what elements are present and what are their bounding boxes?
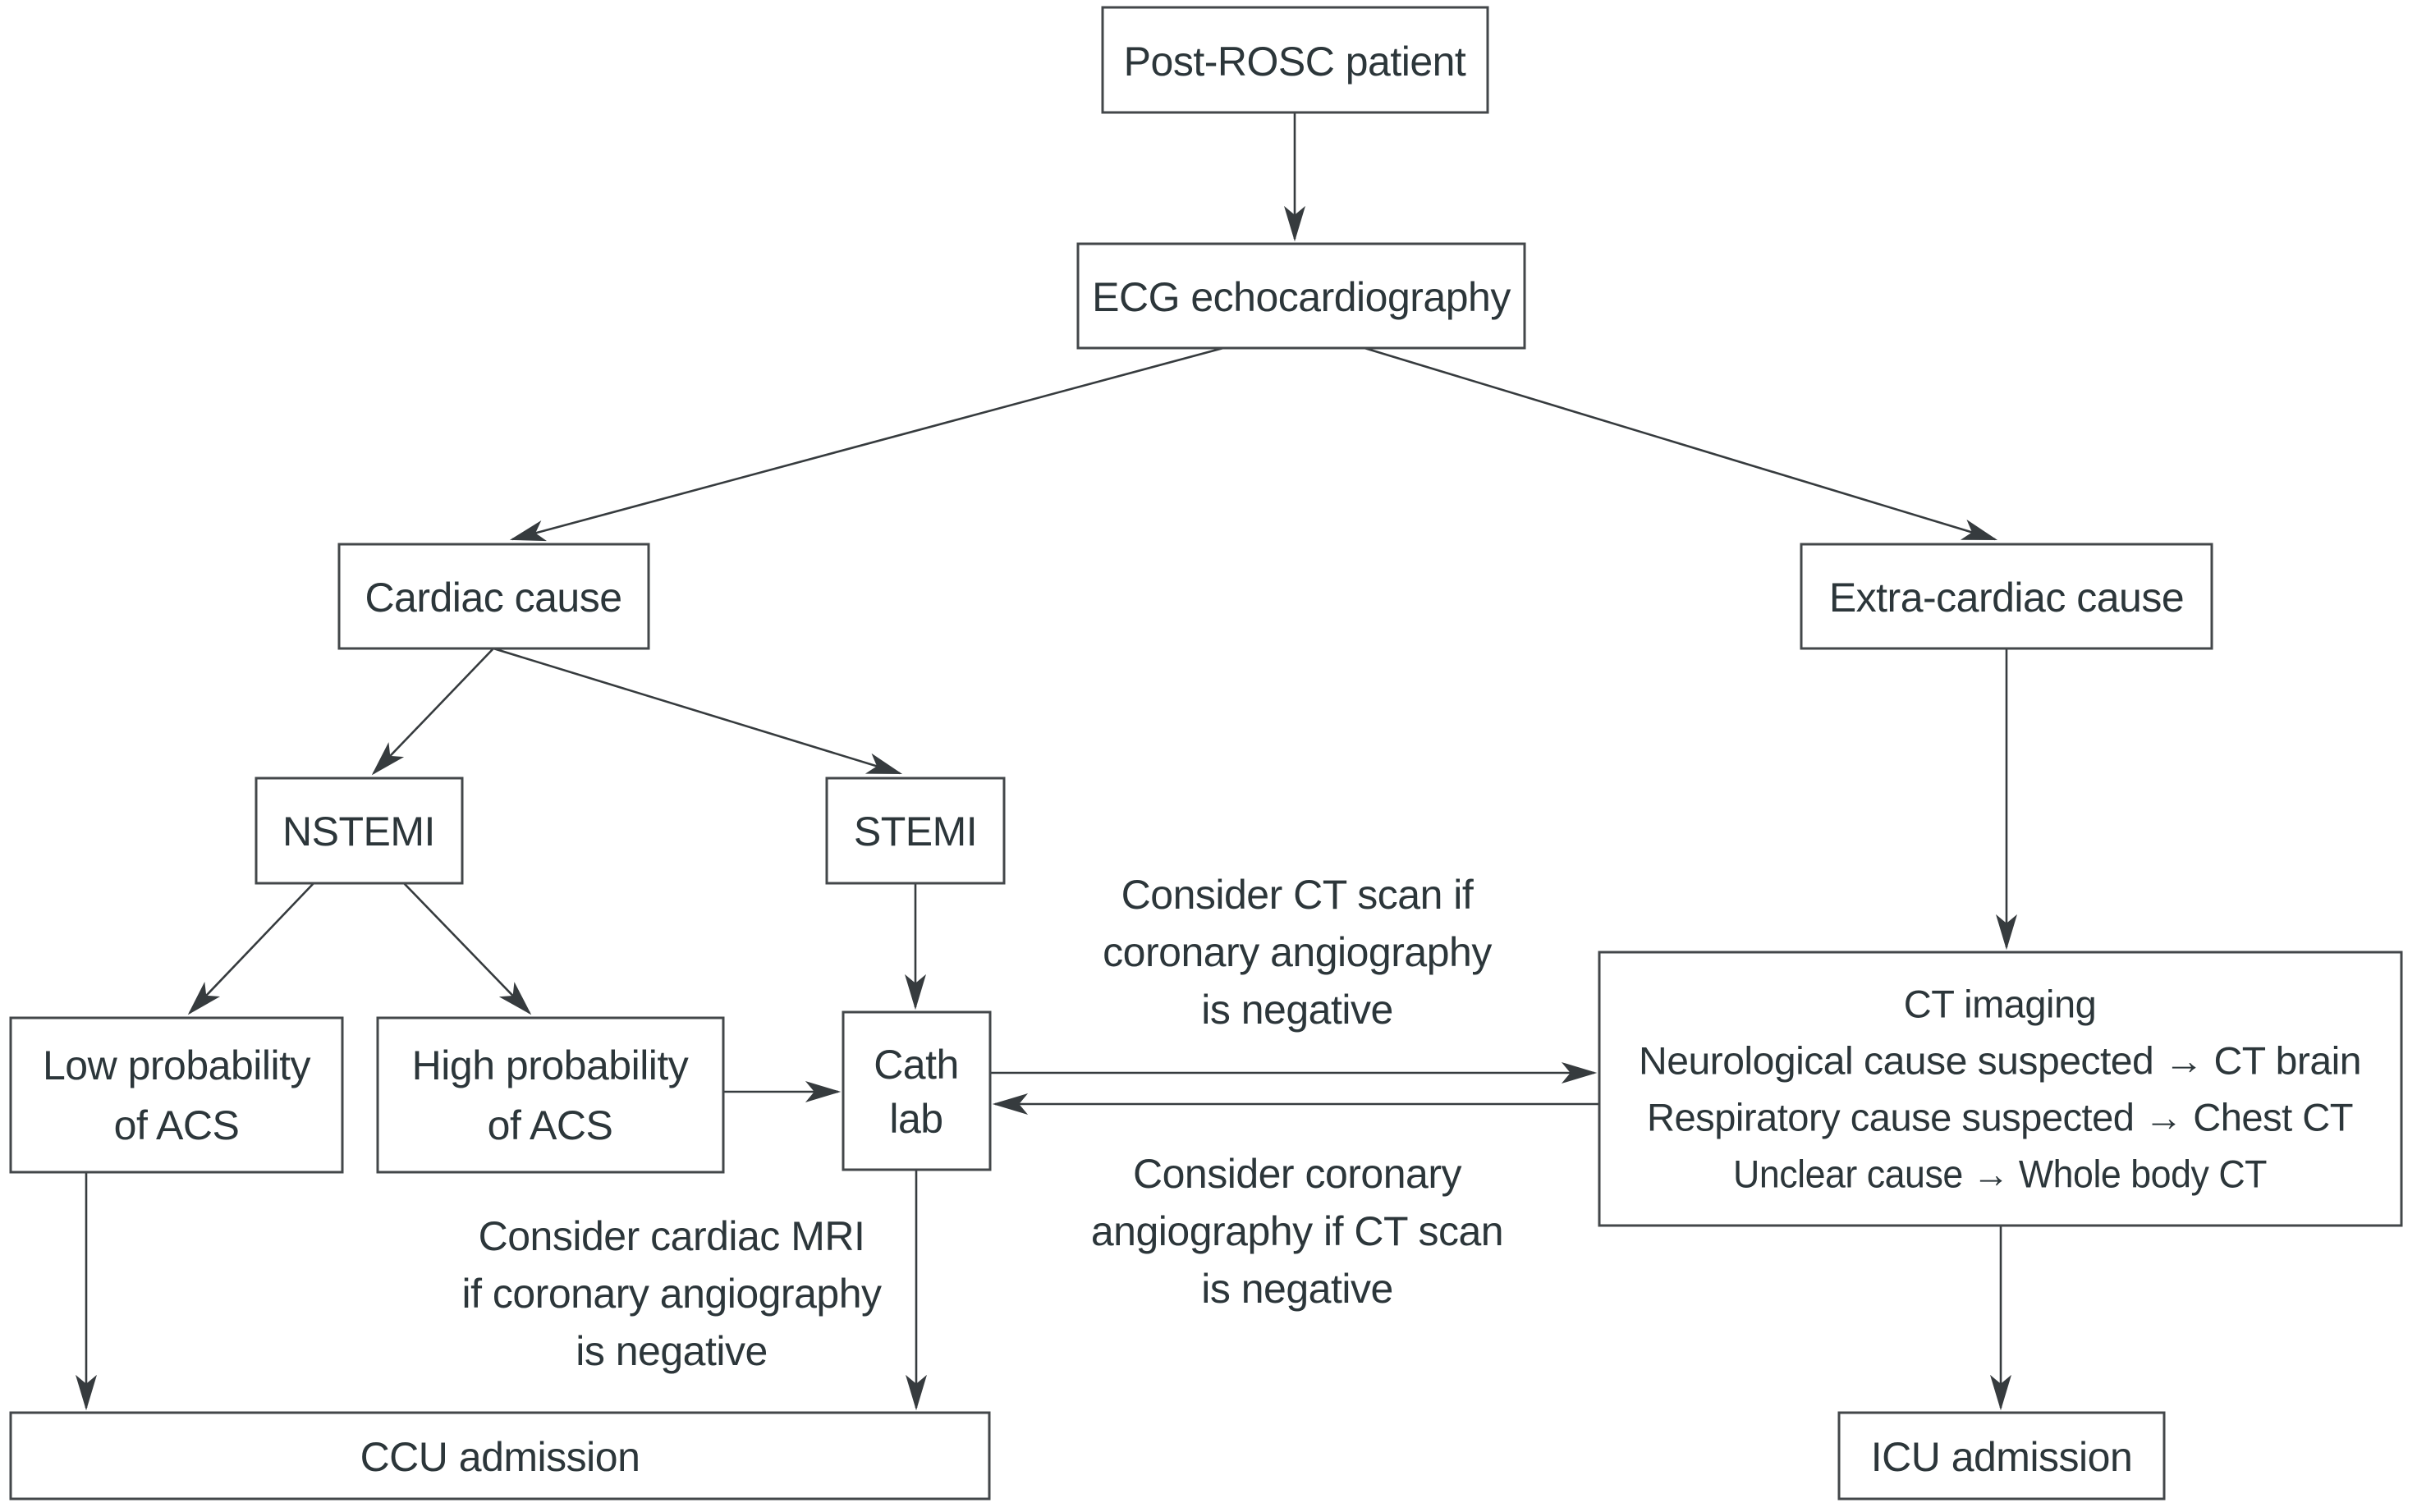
- ecg-label: ECG echocardiography: [1092, 274, 1511, 320]
- annotation-consider-cardiac-mri: Consider cardiac MRI if coronary angiogr…: [461, 1213, 882, 1374]
- nstemi-box: [255, 777, 464, 885]
- arrow-cardiac-to-stemi: [493, 647, 903, 775]
- icu-admission-label: ICU admission: [1871, 1434, 2133, 1480]
- node-cardiac-cause: Cardiac cause: [337, 543, 650, 650]
- ct-imaging-title: CT imaging: [1904, 983, 2096, 1026]
- cardiac-cause-label: Cardiac cause: [365, 575, 621, 621]
- node-ct-imaging: CT imaging Neurological cause suspected …: [1598, 951, 2403, 1227]
- cardiac-cause-box: [337, 543, 650, 650]
- node-ccu-admission: CCU admission: [9, 1411, 991, 1501]
- stemi-label: STEMI: [854, 809, 977, 855]
- ct-imaging-neurological-line: Neurological cause suspected → CT brain: [1639, 1039, 2361, 1083]
- arrow-ecg-to-cardiac: [509, 346, 1224, 542]
- consider-ct-scan-line2: coronary angiography: [1103, 929, 1492, 975]
- consider-ct-scan-line1: Consider CT scan if: [1121, 872, 1474, 918]
- arrow-nstemi-to-highprob: [403, 882, 532, 1015]
- cath-lab-box: [842, 1010, 992, 1171]
- annotation-consider-ct-scan: Consider CT scan if coronary angiography…: [1103, 872, 1493, 1033]
- stemi-box: [825, 777, 1006, 885]
- extra-cardiac-cause-box: [1800, 543, 2213, 650]
- consider-coronary-line1: Consider coronary: [1133, 1151, 1462, 1197]
- consider-cardiac-mri-line2: if coronary angiography: [461, 1271, 882, 1317]
- node-nstemi: NSTEMI: [255, 777, 464, 885]
- node-cath-lab: Cath lab: [842, 1010, 992, 1171]
- post-rosc-box: [1101, 6, 1489, 114]
- node-extra-cardiac-cause: Extra-cardiac cause: [1800, 543, 2213, 650]
- ct-imaging-respiratory-line: Respiratory cause suspected → Chest CT: [1647, 1096, 2353, 1139]
- post-rosc-label: Post-ROSC patient: [1124, 39, 1466, 85]
- ccu-admission-box: [9, 1411, 991, 1501]
- ccu-admission-label: CCU admission: [360, 1434, 640, 1480]
- consider-cardiac-mri-line1: Consider cardiac MRI: [479, 1213, 865, 1259]
- ecg-box: [1076, 242, 1526, 350]
- node-high-probability-acs: High probability of ACS: [376, 1016, 725, 1174]
- node-stemi: STEMI: [825, 777, 1006, 885]
- low-probability-box: [9, 1016, 344, 1174]
- consider-coronary-line2: angiography if CT scan: [1091, 1208, 1503, 1254]
- arrow-ecg-to-extracardiac: [1364, 346, 1998, 541]
- consider-cardiac-mri-line3: is negative: [576, 1328, 768, 1374]
- cath-lab-label-line2: lab: [889, 1096, 942, 1142]
- arrow-nstemi-to-lowprob: [187, 882, 314, 1015]
- annotation-consider-coronary-angiography: Consider coronary angiography if CT scan…: [1091, 1151, 1504, 1312]
- node-post-rosc-patient: Post-ROSC patient: [1101, 6, 1489, 114]
- low-probability-label-line2: of ACS: [114, 1102, 240, 1148]
- extra-cardiac-cause-label: Extra-cardiac cause: [1829, 575, 2184, 621]
- cath-lab-label-line1: Cath: [874, 1042, 959, 1088]
- node-ecg-echocardiography: ECG echocardiography: [1076, 242, 1526, 350]
- node-icu-admission: ICU admission: [1837, 1411, 2166, 1501]
- ct-imaging-box: [1598, 951, 2403, 1227]
- icu-admission-box: [1837, 1411, 2166, 1501]
- consider-ct-scan-line3: is negative: [1201, 987, 1393, 1033]
- consider-coronary-line3: is negative: [1201, 1266, 1393, 1312]
- nstemi-label: NSTEMI: [282, 809, 435, 855]
- high-probability-label-line1: High probability: [412, 1042, 689, 1088]
- ct-imaging-unclear-line: Unclear cause → Whole body CT: [1733, 1152, 2267, 1196]
- arrow-cardiac-to-nstemi: [371, 648, 494, 776]
- high-probability-label-line2: of ACS: [488, 1102, 613, 1148]
- node-low-probability-acs: Low probability of ACS: [9, 1016, 344, 1174]
- low-probability-label-line1: Low probability: [43, 1042, 311, 1088]
- high-probability-box: [376, 1016, 725, 1174]
